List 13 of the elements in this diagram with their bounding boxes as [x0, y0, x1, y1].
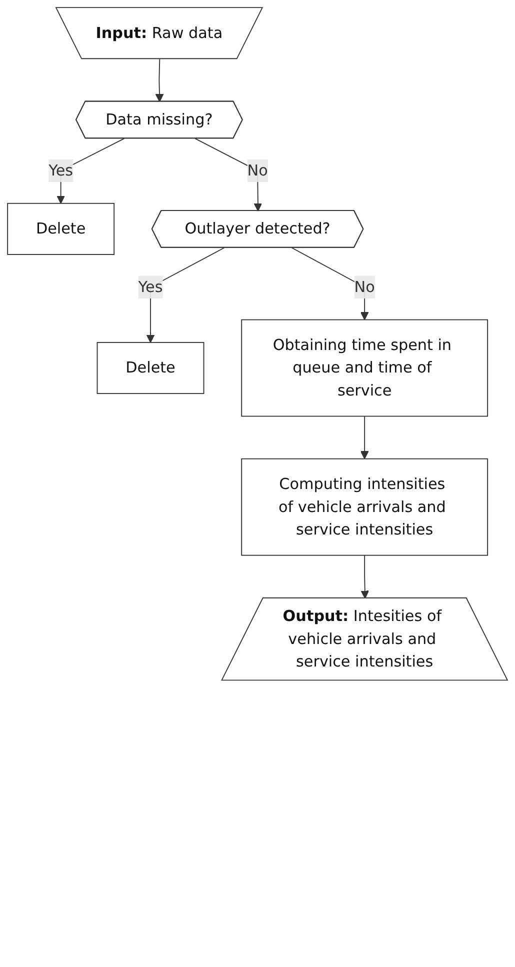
node-box: Delete	[7, 202, 115, 255]
node-box: Computing intensities of vehicle arrivals and service intensities	[241, 458, 488, 556]
arrow	[360, 416, 369, 460]
edge-label: No	[354, 278, 375, 296]
arrow	[155, 58, 164, 102]
edge-label: Yes	[138, 278, 163, 296]
edge-label: Yes	[48, 161, 74, 180]
node-box: Obtaining time spent in queue and time of service	[241, 319, 488, 417]
arrow	[360, 554, 370, 599]
arrow	[194, 138, 262, 212]
edge-label: No	[247, 161, 268, 180]
arrow	[291, 247, 369, 320]
node-box: Delete	[96, 342, 204, 394]
